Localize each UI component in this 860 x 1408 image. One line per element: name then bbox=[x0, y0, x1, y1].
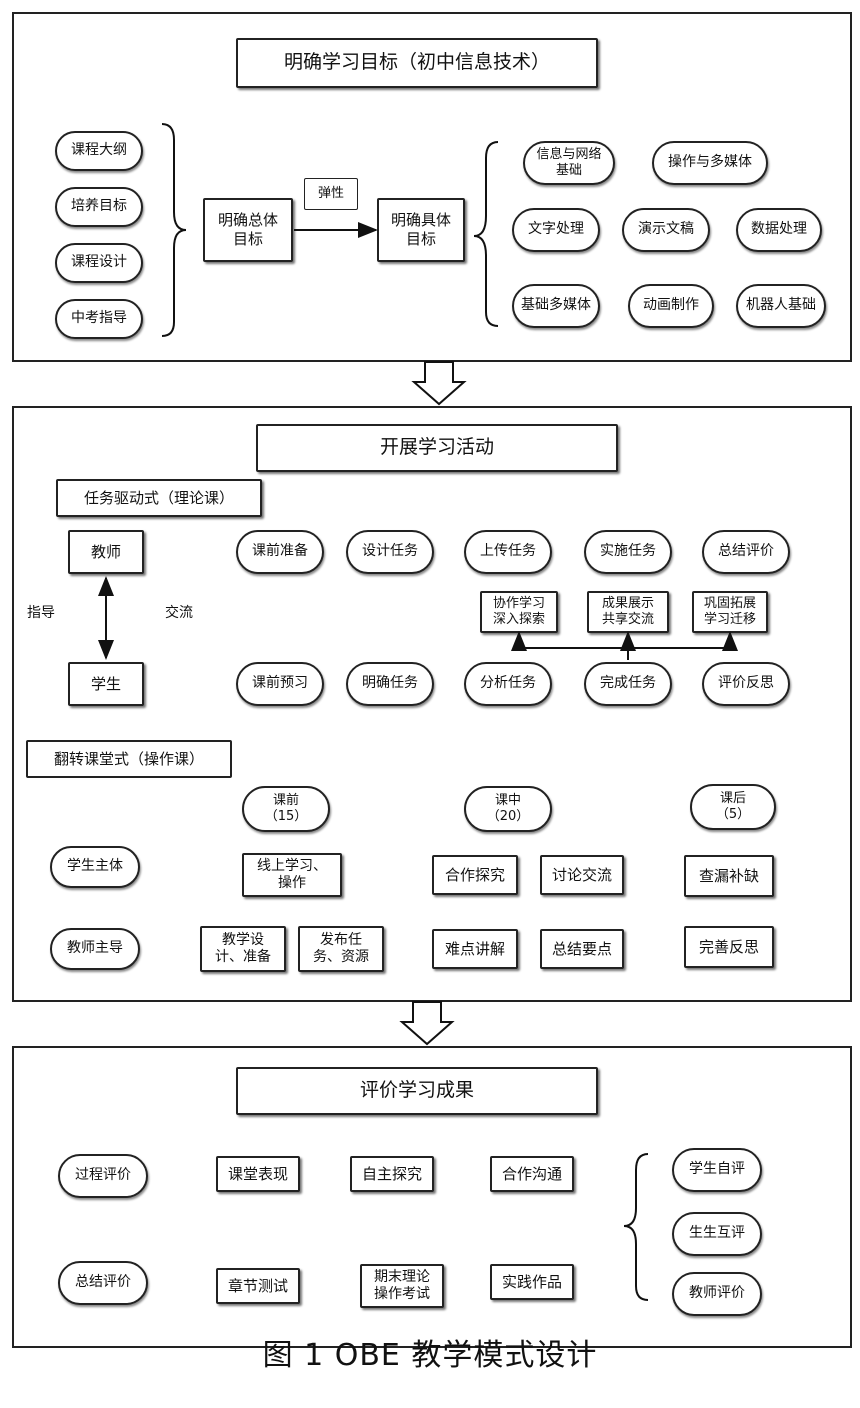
guide-label: 指导 bbox=[27, 605, 55, 622]
process-item-class-performance: 课堂表现 bbox=[216, 1156, 300, 1192]
topic-presentation: 演示文稿 bbox=[622, 208, 710, 252]
evaluator-peer: 生生互评 bbox=[672, 1212, 762, 1256]
topic-animation: 动画制作 bbox=[628, 284, 714, 328]
flow-arrow-2 bbox=[399, 1001, 455, 1046]
teacher-step-upload: 上传任务 bbox=[464, 530, 552, 574]
source-brace bbox=[161, 123, 187, 337]
flipped-heading: 翻转课堂式（操作课） bbox=[26, 740, 232, 778]
general-goal-box: 明确总体 目标 bbox=[203, 198, 293, 262]
specific-goal-box: 明确具体 目标 bbox=[377, 198, 465, 262]
evaluation-section-title: 评价学习成果 bbox=[236, 1067, 598, 1115]
student-box: 学生 bbox=[68, 662, 144, 706]
after-student-fill-gaps: 查漏补缺 bbox=[684, 855, 774, 897]
evaluator-teacher: 教师评价 bbox=[672, 1272, 762, 1316]
student-step-preview: 课前预习 bbox=[236, 662, 324, 706]
evaluator-brace bbox=[623, 1153, 649, 1301]
topic-robotics: 机器人基础 bbox=[736, 284, 826, 328]
process-item-self-exploration: 自主探究 bbox=[350, 1156, 434, 1192]
student-step-analyze: 分析任务 bbox=[464, 662, 552, 706]
during-student-discuss: 讨论交流 bbox=[540, 855, 624, 895]
process-item-cooperation: 合作沟通 bbox=[490, 1156, 574, 1192]
during-teacher-explain: 难点讲解 bbox=[432, 929, 518, 969]
source-exam-guide: 中考指导 bbox=[55, 299, 143, 339]
summary-item-chapter-test: 章节测试 bbox=[216, 1268, 300, 1304]
summary-item-practical-work: 实践作品 bbox=[490, 1264, 574, 1300]
phase-before: 课前 （15） bbox=[242, 786, 330, 832]
after-teacher-reflect: 完善反思 bbox=[684, 926, 774, 968]
summary-item-final-exam: 期末理论 操作考试 bbox=[360, 1264, 444, 1308]
topic-brace bbox=[473, 141, 499, 327]
teacher-box: 教师 bbox=[68, 530, 144, 574]
teacher-step-design: 设计任务 bbox=[346, 530, 434, 574]
teacher-step-summarize: 总结评价 bbox=[702, 530, 790, 574]
before-teacher-publish: 发布任 务、资源 bbox=[298, 926, 384, 972]
middle-step-consolidate: 巩固拓展 学习迁移 bbox=[692, 591, 768, 633]
topic-word: 文字处理 bbox=[512, 208, 600, 252]
student-step-clarify: 明确任务 bbox=[346, 662, 434, 706]
flow-arrow-1 bbox=[411, 361, 467, 406]
teacher-step-implement: 实施任务 bbox=[584, 530, 672, 574]
student-step-reflect: 评价反思 bbox=[702, 662, 790, 706]
task-driven-heading: 任务驱动式（理论课） bbox=[56, 479, 262, 517]
topic-basic-multimedia: 基础多媒体 bbox=[512, 284, 600, 328]
activity-section-title: 开展学习活动 bbox=[256, 424, 618, 472]
goal-section-title: 明确学习目标（初中信息技术） bbox=[236, 38, 598, 88]
student-step-complete: 完成任务 bbox=[584, 662, 672, 706]
summary-eval-label: 总结评价 bbox=[58, 1261, 148, 1305]
before-teacher-design: 教学设 计、准备 bbox=[200, 926, 286, 972]
teacher-lead-label: 教师主导 bbox=[50, 928, 140, 970]
exchange-label: 交流 bbox=[165, 605, 193, 622]
source-syllabus: 课程大纲 bbox=[55, 131, 143, 171]
evaluator-self: 学生自评 bbox=[672, 1148, 762, 1192]
teacher-step-prepare: 课前准备 bbox=[236, 530, 324, 574]
source-course-design: 课程设计 bbox=[55, 243, 143, 283]
before-student-task: 线上学习、 操作 bbox=[242, 853, 342, 897]
topic-network: 信息与网络 基础 bbox=[523, 141, 615, 185]
topic-multimedia-ops: 操作与多媒体 bbox=[652, 141, 768, 185]
flex-label: 弹性 bbox=[304, 178, 358, 210]
middle-step-showcase: 成果展示 共享交流 bbox=[587, 591, 669, 633]
phase-after: 课后 （5） bbox=[690, 784, 776, 830]
source-training-goal: 培养目标 bbox=[55, 187, 143, 227]
during-teacher-summarize: 总结要点 bbox=[540, 929, 624, 969]
topic-data: 数据处理 bbox=[736, 208, 822, 252]
during-student-cooperate: 合作探究 bbox=[432, 855, 518, 895]
figure-caption: 图 1 OBE 教学模式设计 bbox=[262, 1338, 598, 1373]
process-eval-label: 过程评价 bbox=[58, 1154, 148, 1198]
phase-during: 课中 （20） bbox=[464, 786, 552, 832]
student-main-label: 学生主体 bbox=[50, 846, 140, 888]
